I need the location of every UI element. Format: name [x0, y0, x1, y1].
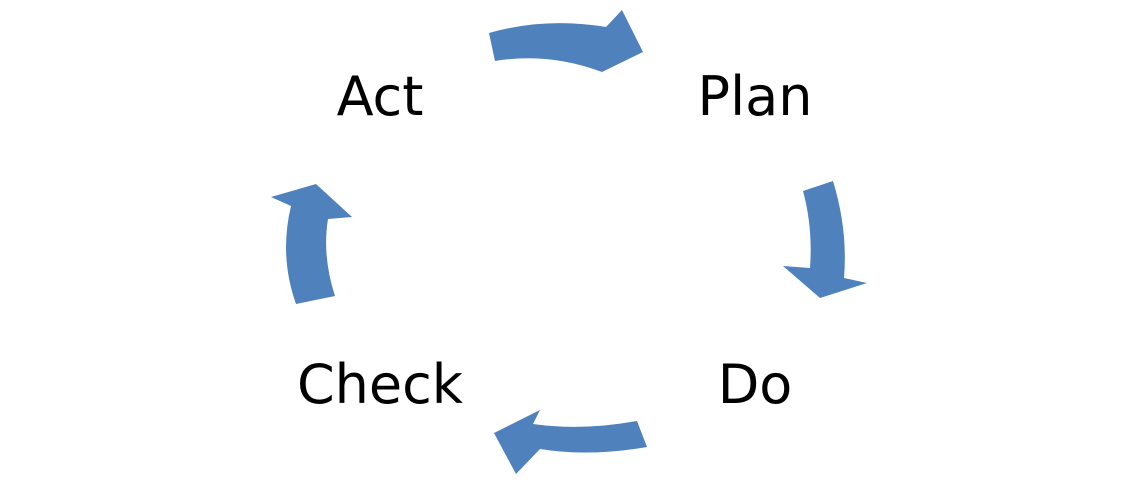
stage-label-do: Do — [717, 353, 793, 416]
stage-label-check: Check — [296, 353, 464, 416]
stage-label-act: Act — [336, 65, 424, 128]
arrow-act-to-plan — [489, 10, 643, 72]
stage-label-plan: Plan — [697, 65, 813, 128]
arrow-check-to-act — [271, 184, 352, 304]
arrow-do-to-check — [494, 410, 647, 474]
arrow-plan-to-do — [783, 181, 867, 298]
